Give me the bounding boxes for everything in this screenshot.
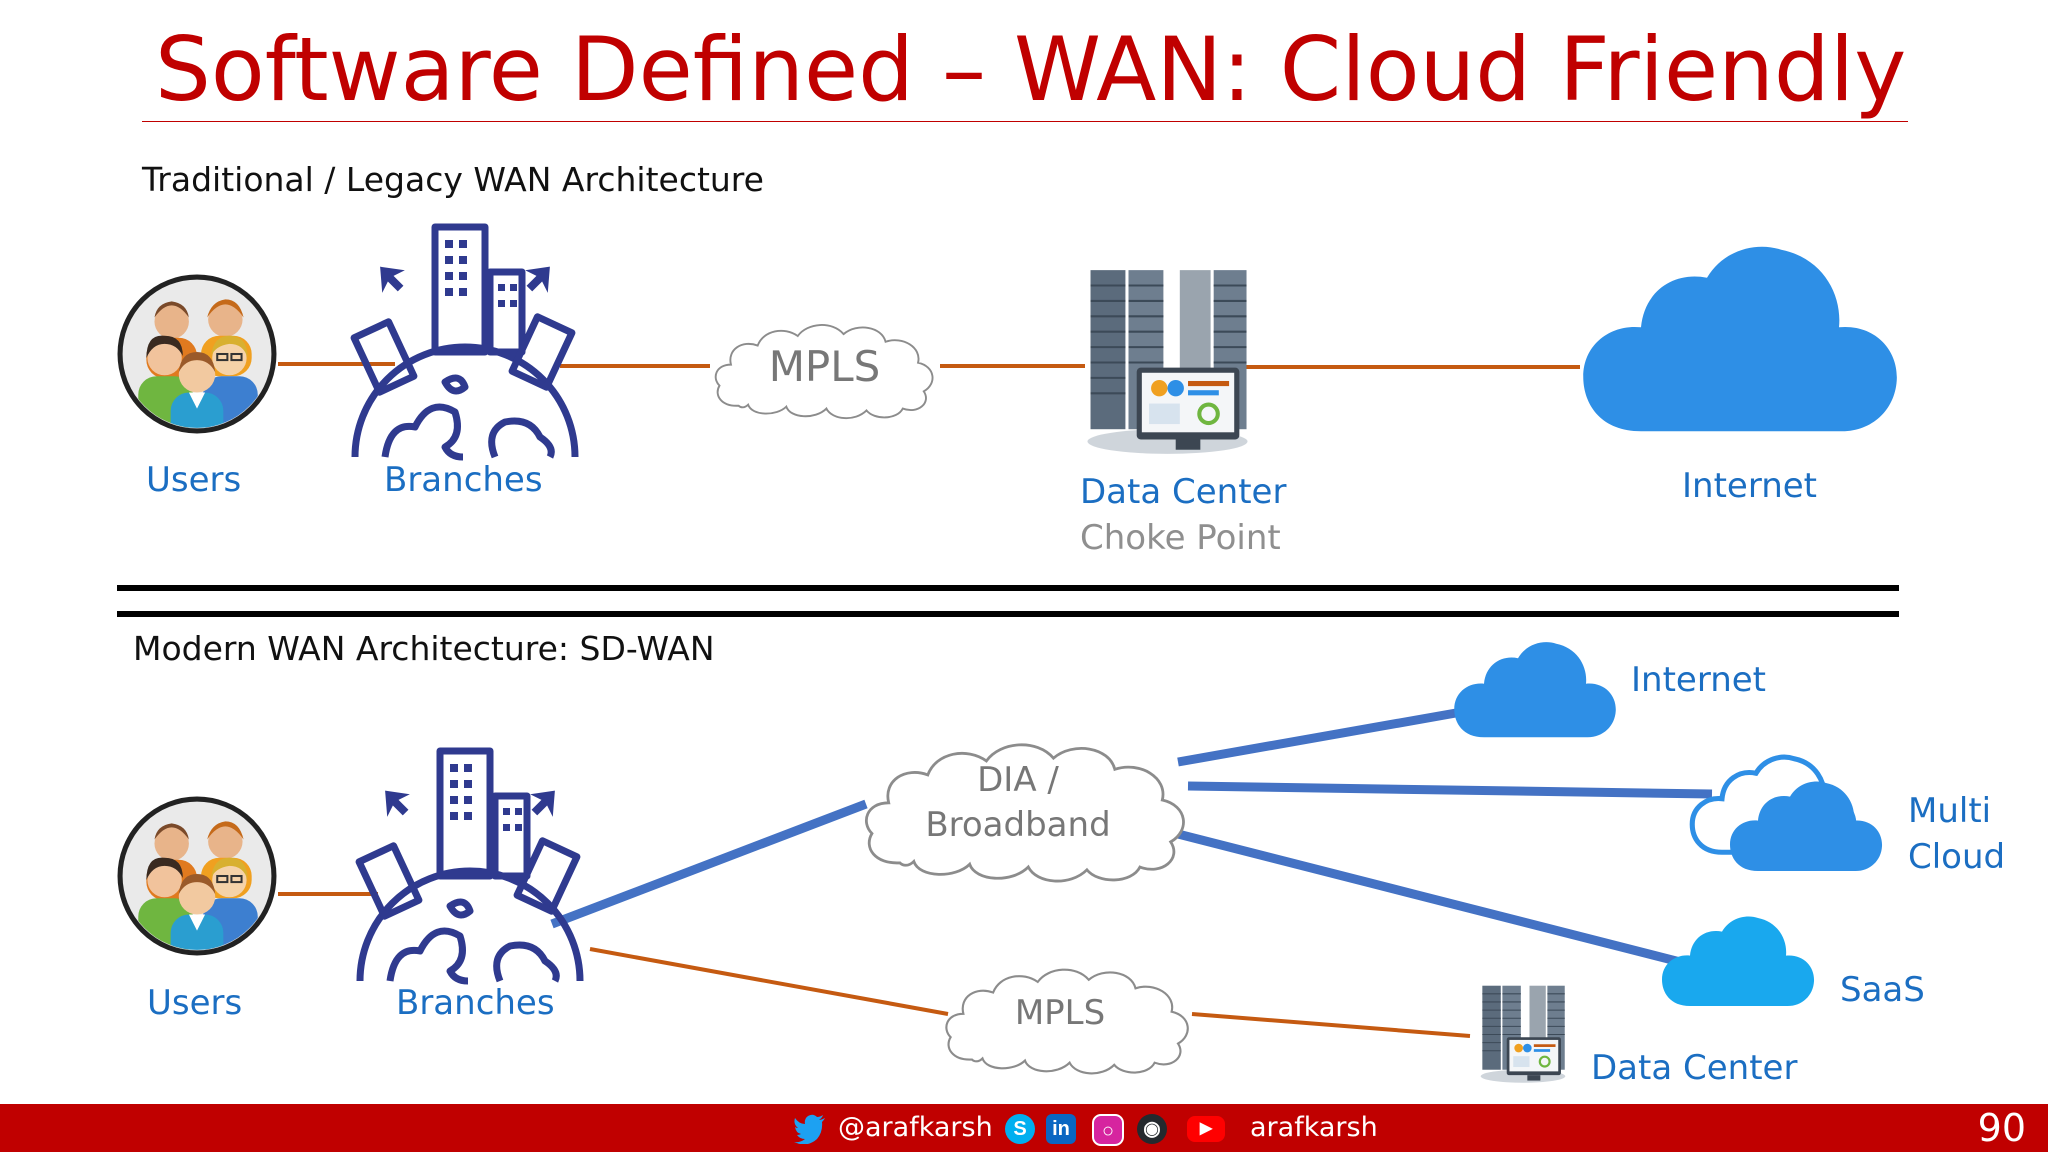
slide-title: Software Defined – WAN: Cloud Friendly — [155, 18, 1907, 121]
branches-icon — [354, 227, 575, 457]
sdwan-link-branches-mpls — [589, 947, 949, 1016]
dia-label-line1: DIA / — [977, 760, 1059, 800]
section-divider-bottom — [117, 611, 1899, 617]
section-divider-top — [117, 585, 1899, 591]
users-label-modern: Users — [147, 983, 243, 1023]
skype-icon[interactable]: S — [1005, 1114, 1035, 1144]
saas-label: SaaS — [1840, 970, 1925, 1010]
page-number: 90 — [1977, 1106, 2026, 1150]
title-underline — [142, 121, 1908, 122]
modern-heading: Modern WAN Architecture: SD-WAN — [133, 629, 715, 668]
multicloud-label-line1: Multi — [1908, 791, 1992, 831]
sdwan-link-dia-saas — [1176, 829, 1690, 969]
instagram-icon[interactable]: ○ — [1092, 1114, 1124, 1146]
internet-cloud-icon-modern — [1454, 642, 1616, 738]
users-icon-modern — [120, 799, 274, 975]
saas-cloud-icon — [1662, 916, 1815, 1006]
mpls-label-modern: MPLS — [1014, 993, 1106, 1033]
youtube-handle[interactable]: arafkarsh — [1250, 1112, 1378, 1143]
internet-label-modern: Internet — [1631, 660, 1767, 700]
multicloud-label-line2: Cloud — [1908, 837, 2006, 877]
branches-label-modern: Branches — [396, 983, 555, 1023]
sdwan-link-dia-internet — [1177, 708, 1457, 767]
sdwan-link-dia-multicloud — [1187, 781, 1713, 799]
multicloud-icon — [1692, 757, 1883, 871]
internet-cloud-icon — [1583, 246, 1897, 432]
datacenter-icon-modern — [1479, 984, 1567, 1085]
traditional-heading: Traditional / Legacy WAN Architecture — [142, 160, 764, 199]
twitter-icon[interactable] — [793, 1112, 827, 1145]
datacenter-label-modern: Data Center — [1591, 1048, 1798, 1088]
github-icon[interactable]: ◉ — [1137, 1114, 1167, 1144]
mpls-label: MPLS — [768, 342, 881, 391]
datacenter-icon — [1087, 270, 1247, 454]
twitter-handle[interactable]: @arafkarsh — [838, 1112, 993, 1143]
sdwan-link-mpls-datacenter — [1191, 1012, 1471, 1038]
branches-icon-modern — [359, 751, 580, 981]
datacenter-label: Data Center — [1080, 472, 1287, 512]
youtube-icon[interactable]: ▶ — [1187, 1116, 1225, 1142]
branches-label: Branches — [384, 460, 543, 500]
users-label: Users — [146, 460, 242, 500]
wan-diagram — [0, 0, 1897, 1085]
users-icon — [120, 277, 274, 453]
internet-label: Internet — [1682, 466, 1818, 506]
linkedin-icon[interactable]: in — [1046, 1114, 1076, 1144]
sdwan-link-branches-dia — [550, 799, 868, 929]
dia-label-line2: Broadband — [925, 805, 1111, 845]
choke-point-label: Choke Point — [1080, 518, 1281, 558]
